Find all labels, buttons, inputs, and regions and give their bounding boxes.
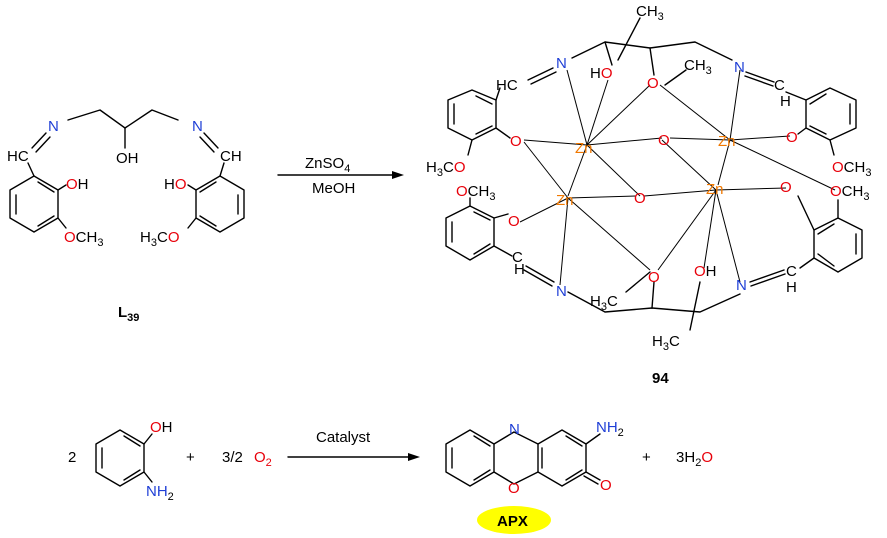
apx-badge bbox=[477, 506, 551, 534]
aminophenol-oh: OH bbox=[150, 419, 173, 436]
oxygen-molecule: O2 bbox=[254, 449, 272, 469]
apx-label: APX bbox=[497, 513, 528, 530]
apx-ring-n: N bbox=[509, 421, 520, 438]
ligand-l39: OH N HC OH OCH3 N CH HO H3CO L39 bbox=[7, 109, 245, 324]
alkoxo-o-top: O bbox=[647, 75, 659, 92]
apx-nh2: NH2 bbox=[596, 419, 624, 439]
imine-n-bottom-left: N bbox=[556, 283, 567, 300]
phenoxo-o-top-right: O bbox=[786, 129, 798, 146]
imine-ch-right: CH bbox=[220, 148, 242, 165]
imine-n-top-left: N bbox=[556, 55, 567, 72]
complex-label: 94 bbox=[652, 370, 669, 387]
imine-n-bottom-right: N bbox=[736, 277, 747, 294]
reaction-2: 2 OH NH2 + 3/2 O2 Catalyst N O NH2 O + bbox=[68, 419, 713, 534]
catalyst-label: Catalyst bbox=[316, 429, 371, 446]
imine-h-top-right: H bbox=[780, 93, 791, 110]
zn-atom-4: Zn bbox=[706, 181, 724, 198]
zn-atom-1: Zn bbox=[575, 140, 593, 157]
methyl-bottom: H3C bbox=[652, 333, 680, 353]
arrowhead-1 bbox=[392, 171, 404, 179]
apx-ring-o: O bbox=[508, 480, 520, 497]
phenol-ho-right: HO bbox=[164, 176, 187, 193]
plus-sign-2: + bbox=[642, 449, 651, 466]
aminophenol-nh2: NH2 bbox=[146, 483, 174, 503]
methoxy-bottom-right: OCH3 bbox=[830, 183, 869, 203]
bridging-o-center-bottom: O bbox=[634, 190, 646, 207]
coefficient-2: 2 bbox=[68, 449, 76, 466]
phenoxo-o-bottom-right: O bbox=[780, 179, 792, 196]
reagent-znso4: ZnSO4 bbox=[305, 155, 350, 175]
methyl-top-right: CH3 bbox=[684, 57, 712, 77]
methyl-bottom-left: H3C bbox=[590, 293, 618, 313]
methoxy-top-left: H3CO bbox=[426, 159, 465, 179]
alkoxo-o-bottom: O bbox=[648, 269, 660, 286]
reaction-arrow-1: ZnSO4 MeOH bbox=[277, 155, 404, 197]
imine-c-bottom-right: C bbox=[786, 263, 797, 280]
phenoxo-o-bottom-left: O bbox=[508, 213, 520, 230]
imine-n-right: N bbox=[192, 118, 203, 135]
ligand-label: L39 bbox=[118, 304, 139, 324]
arrowhead-2 bbox=[408, 453, 420, 461]
imine-h-bottom-right: H bbox=[786, 279, 797, 296]
methoxy-left: OCH3 bbox=[64, 229, 103, 249]
phenol-oh-left: OH bbox=[66, 176, 89, 193]
oxygen-coefficient: 3/2 bbox=[222, 449, 243, 466]
imine-hc-left: HC bbox=[7, 148, 29, 165]
solvent-meoh: MeOH bbox=[312, 180, 355, 197]
imine-ch-bottom-left: C bbox=[512, 249, 523, 266]
bridging-o-center-top: O bbox=[658, 132, 670, 149]
methoxy-right: H3CO bbox=[140, 229, 179, 249]
zn-atom-2: Zn bbox=[718, 133, 736, 150]
imine-n-left: N bbox=[48, 118, 59, 135]
water-molecule: 3H2O bbox=[676, 449, 713, 469]
imine-h-bottom-left: H bbox=[514, 261, 525, 278]
hydroxyl-bottom: OH bbox=[694, 263, 717, 280]
methoxy-top-right: OCH3 bbox=[832, 159, 871, 179]
zn-atom-3: Zn bbox=[556, 192, 574, 209]
imine-hc-top-left: HC bbox=[496, 77, 518, 94]
apx-carbonyl-o: O bbox=[600, 477, 612, 494]
phenoxo-o-top-left: O bbox=[510, 133, 522, 150]
methoxy-bottom-left: OCH3 bbox=[456, 183, 495, 203]
imine-n-top-right: N bbox=[734, 59, 745, 76]
hydroxyl-top: HO bbox=[590, 65, 613, 82]
hydroxyl-label: OH bbox=[116, 150, 139, 167]
plus-sign-1: + bbox=[186, 449, 195, 466]
imine-c-top-right: C bbox=[774, 77, 785, 94]
zinc-complex-94: CH3 HO O CH3 N HC N C H O H3CO O OCH3 bbox=[426, 3, 871, 387]
methyl-top: CH3 bbox=[636, 3, 664, 23]
